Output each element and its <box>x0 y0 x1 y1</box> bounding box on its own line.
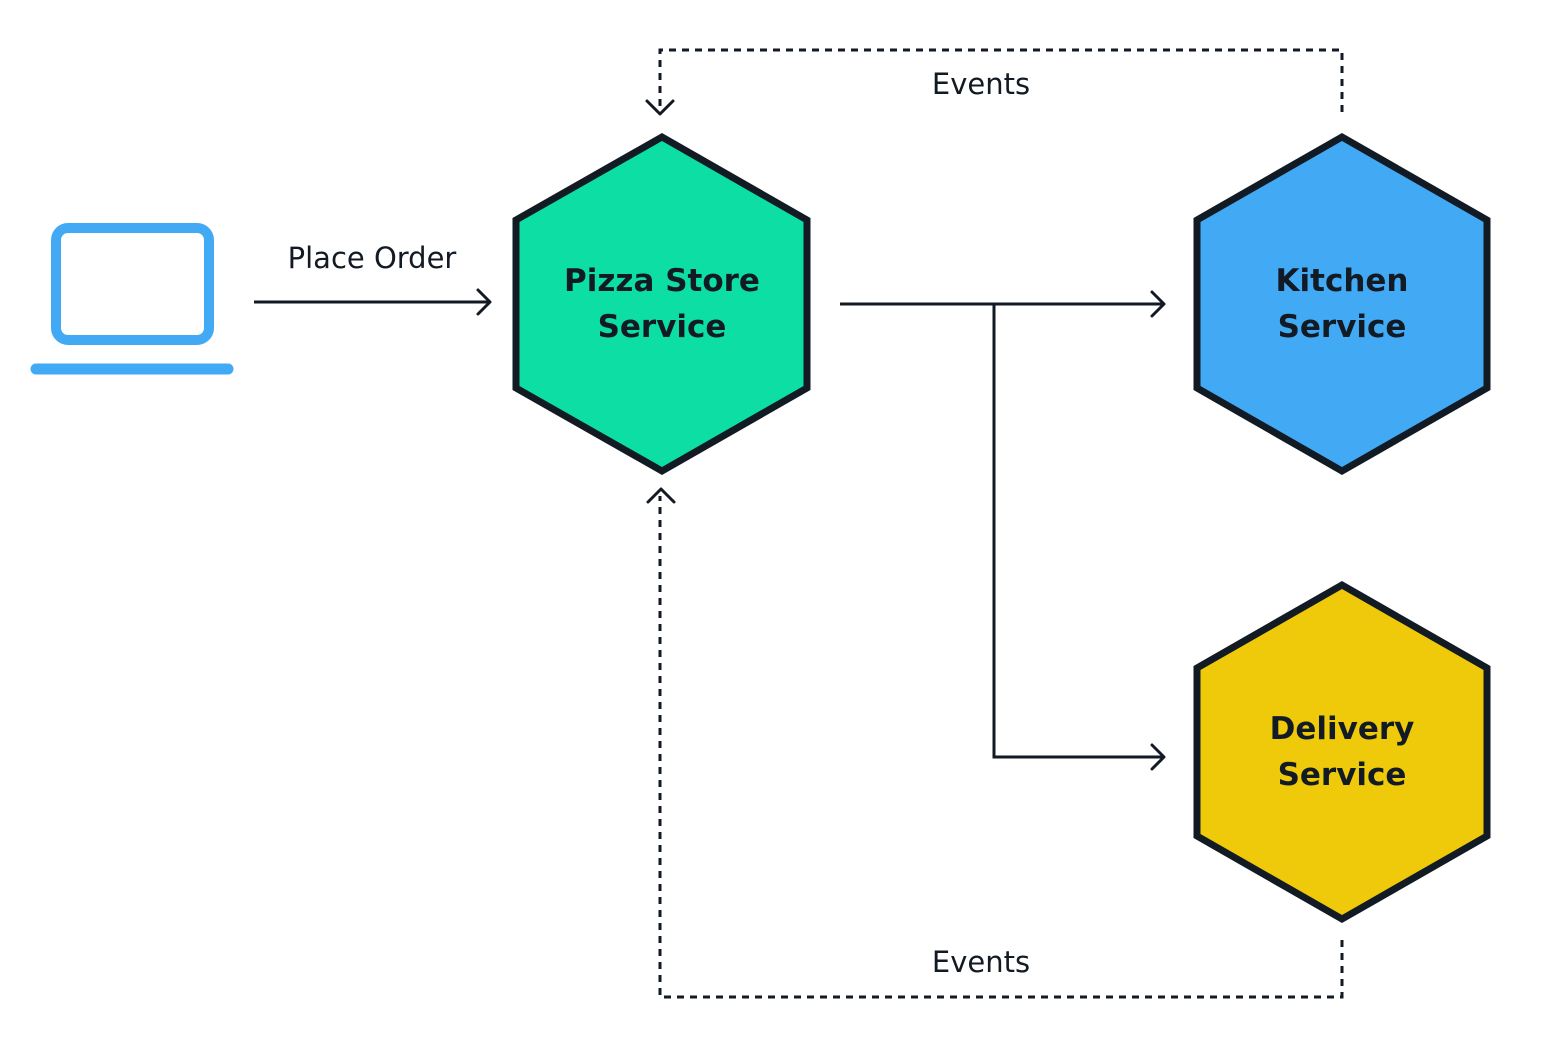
delivery-service-node: Delivery Service <box>1193 580 1491 924</box>
delivery-label-line2: Service <box>1278 757 1407 793</box>
place-order-edge <box>254 288 492 316</box>
events-bottom-label: Events <box>932 945 1030 979</box>
pizza-store-label-line2: Service <box>598 309 727 345</box>
kitchen-label-line2: Service <box>1278 309 1407 345</box>
dispatch-edge <box>840 290 1166 771</box>
kitchen-label-line1: Kitchen <box>1275 263 1408 299</box>
delivery-label-line1: Delivery <box>1270 711 1415 747</box>
pizza-store-label-line1: Pizza Store <box>564 263 760 299</box>
events-top-label: Events <box>932 67 1030 101</box>
laptop-icon <box>30 223 234 375</box>
place-order-label: Place Order <box>288 241 457 275</box>
kitchen-service-node: Kitchen Service <box>1193 132 1491 476</box>
pizza-store-service-node: Pizza Store Service <box>512 132 811 476</box>
events-bottom-edge <box>646 487 1344 999</box>
events-top-edge <box>645 48 1344 116</box>
